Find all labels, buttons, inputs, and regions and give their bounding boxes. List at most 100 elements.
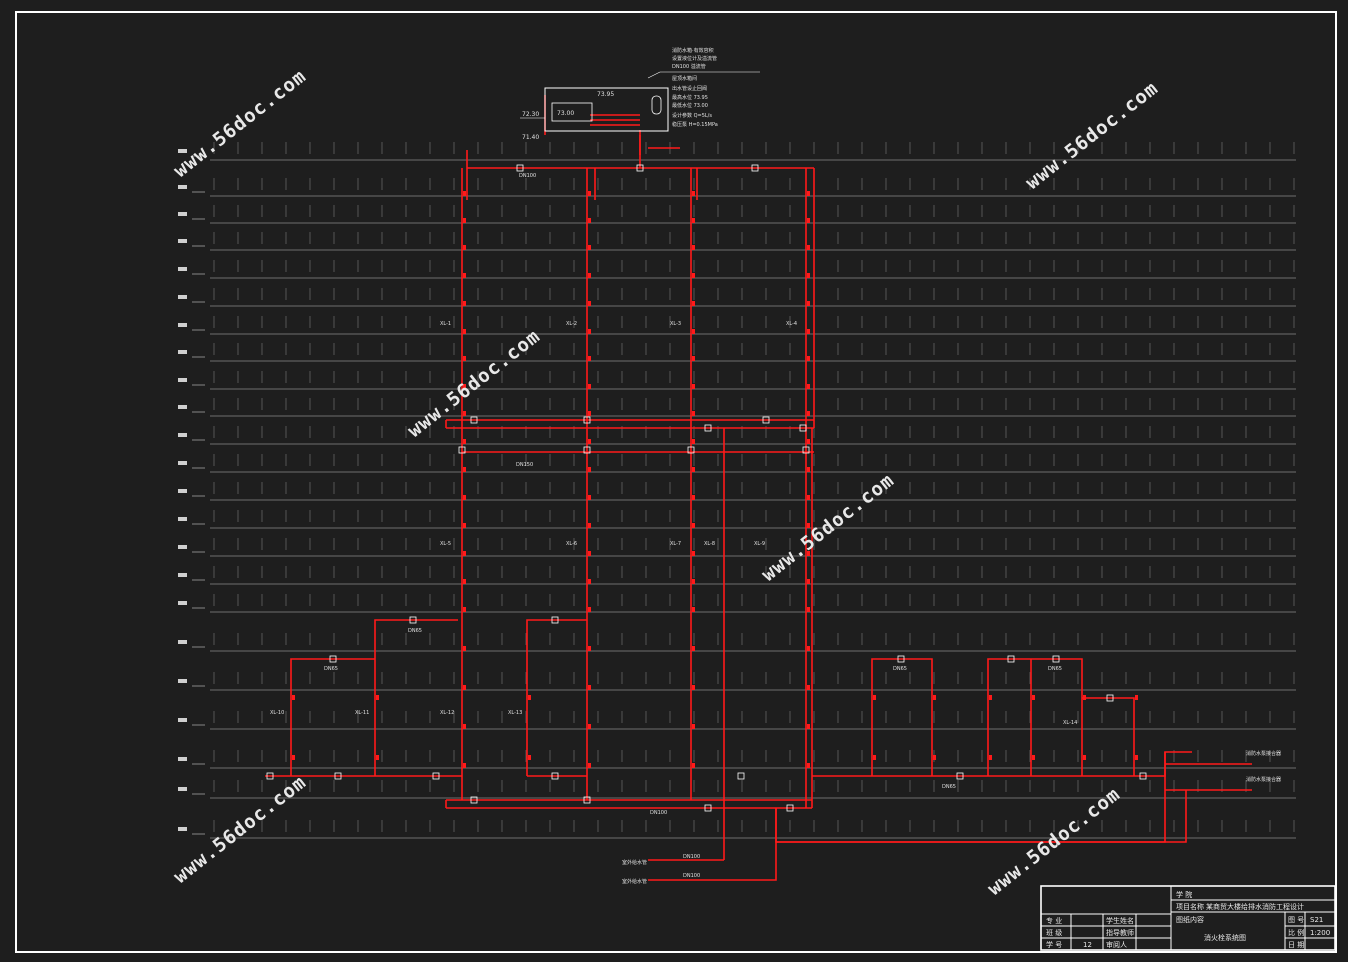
valve-symbol: [458, 446, 466, 454]
row-key2: 审阅人: [1106, 940, 1127, 949]
hydrant-marker: [588, 218, 591, 223]
hydrant-marker: [692, 273, 695, 278]
riser-label: XL-5: [440, 541, 451, 547]
floor-marker: [178, 267, 187, 271]
floor-marker: [178, 757, 187, 761]
hydrant-marker: [588, 245, 591, 250]
floor-marker: [178, 461, 187, 465]
pipe-size-label: DN100: [650, 810, 667, 816]
pipe-size-label: DN100: [683, 873, 700, 879]
hydrant-marker: [807, 245, 810, 250]
sheet-no-label: 图 号: [1288, 916, 1304, 924]
floor-marker: [178, 405, 187, 409]
riser-label: XL-11: [355, 710, 369, 716]
tank-note: 最高水位 73.95: [672, 94, 708, 101]
hydrant-marker: [463, 218, 466, 223]
hydrant-marker: [692, 356, 695, 361]
valve-symbol: [762, 416, 770, 424]
hydrant-marker: [692, 607, 695, 612]
pipe-size-label: DN65: [408, 628, 422, 634]
hydrant-marker: [463, 724, 466, 729]
drawing-name: 消火栓系统图: [1204, 933, 1246, 942]
riser-label: XL-13: [508, 710, 522, 716]
hydrant-markers: [292, 191, 1138, 768]
hydrant-marker: [1032, 695, 1035, 700]
hydrant-marker: [528, 695, 531, 700]
riser-label: XL-2: [566, 321, 577, 327]
hydrant-marker: [588, 646, 591, 651]
hydrant-marker: [807, 763, 810, 768]
hydrant-marker: [807, 356, 810, 361]
valve-symbol: [583, 446, 591, 454]
row-key2: 学生姓名: [1106, 916, 1134, 925]
hydrant-marker: [588, 439, 591, 444]
hydrant-marker: [463, 245, 466, 250]
tank-note: 最低水位 73.00: [672, 102, 708, 109]
scale-label: 比 例: [1288, 928, 1304, 937]
incoming-supply-label: 室外给水管: [622, 878, 647, 885]
valve-symbol: [1052, 655, 1060, 663]
hydrant-marker: [692, 646, 695, 651]
valve-symbol: [409, 616, 417, 624]
hydrant-marker: [933, 755, 936, 760]
hydrant-marker: [873, 755, 876, 760]
tank-note: 屋顶水箱间: [672, 75, 697, 82]
hydrant-marker: [1032, 755, 1035, 760]
hydrant-marker: [807, 439, 810, 444]
riser-label: XL-3: [670, 321, 681, 327]
riser-label: XL-10: [270, 710, 284, 716]
valve-symbol: [329, 655, 337, 663]
tank-level-mid: 73.00: [557, 110, 574, 117]
riser-label: XL-12: [440, 710, 454, 716]
pipe-size-label: DN65: [942, 784, 956, 790]
hydrant-marker: [692, 685, 695, 690]
floor-marker: [178, 212, 187, 216]
row-key: 班 级: [1046, 928, 1062, 937]
riser-label: XL-14: [1063, 720, 1077, 726]
valve-symbol: [470, 416, 478, 424]
valve-symbol: [956, 772, 964, 780]
valve-symbol: [751, 164, 759, 172]
valve-symbol: [266, 772, 274, 780]
valve-symbol: [897, 655, 905, 663]
valve-symbol: [470, 796, 478, 804]
tank-note: 出水管设止回阀: [672, 85, 707, 92]
floor-grid: [210, 159, 1296, 839]
hydrant-marker: [873, 695, 876, 700]
floor-marker: [178, 601, 187, 605]
hydrant-marker: [807, 301, 810, 306]
tank-note: 消防水箱·有效容积: [672, 47, 714, 54]
hydrant-marker: [376, 755, 379, 760]
hydrant-marker: [528, 755, 531, 760]
hydrant-marker: [463, 551, 466, 556]
hydrant-marker: [588, 301, 591, 306]
hydrant-marker: [692, 467, 695, 472]
valve-symbol: [799, 424, 807, 432]
valve-symbol: [687, 446, 695, 454]
hydrant-marker: [807, 685, 810, 690]
riser-label: XL-6: [566, 541, 577, 547]
hydrant-marker: [292, 755, 295, 760]
pump-connectors: 消防水泵接合器 消防水泵接合器 室外给水管 室外给水管: [622, 750, 1281, 885]
hydrant-marker: [807, 273, 810, 278]
floor-marker: [178, 517, 187, 521]
tank-note: 设置液位计及溢流管: [672, 55, 717, 62]
hydrant-marker: [989, 695, 992, 700]
valve-symbol: [1106, 694, 1114, 702]
hydrant-marker: [692, 218, 695, 223]
floor-ticks: [213, 142, 1295, 832]
hydrant-marker: [588, 467, 591, 472]
hydrant-marker: [588, 763, 591, 768]
hydrant-marker: [692, 551, 695, 556]
hydrant-marker: [463, 495, 466, 500]
hydrant-marker: [463, 685, 466, 690]
hydrant-marker: [807, 607, 810, 612]
hydrant-marker: [807, 384, 810, 389]
pipe-size-label: DN65: [1048, 666, 1062, 672]
row-key: 学 号: [1046, 940, 1062, 949]
valve-symbol: [583, 796, 591, 804]
valve-symbol: [583, 416, 591, 424]
tank-level-top: 73.95: [597, 91, 614, 98]
hydrant-marker: [463, 356, 466, 361]
valve-symbol: [704, 804, 712, 812]
